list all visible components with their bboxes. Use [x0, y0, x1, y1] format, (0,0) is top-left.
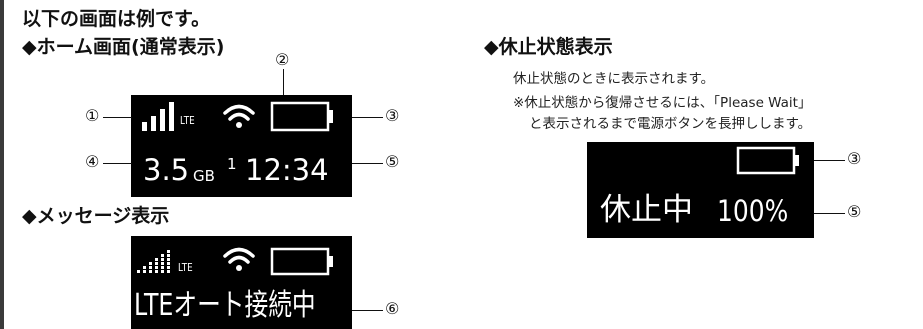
callout-5: ⑤: [385, 152, 400, 171]
callout-2: ②: [275, 50, 290, 69]
data-amount: 3.5: [143, 153, 190, 187]
wifi-icon: [223, 247, 255, 264]
sim-number: 1: [227, 155, 237, 173]
home-lcd-screen: LTE 3.5 GB 1 12:34: [131, 95, 352, 197]
message-text: LTEオート接続中: [134, 288, 316, 323]
battery-icon: [270, 101, 330, 132]
callout-4-leader: [103, 163, 132, 164]
callout-5-leader: [352, 163, 383, 164]
callout-1: ①: [85, 106, 100, 125]
signal-bar-2: [151, 116, 156, 131]
callout-6-leader: [352, 310, 383, 311]
clock-time: 12:34: [245, 153, 329, 187]
sleep-lcd-screen: 休止中 100%: [587, 142, 814, 238]
sleep-status-label: 休止中: [600, 192, 693, 228]
signal-bar-4: [169, 102, 174, 131]
message-status-icons: [137, 247, 333, 276]
sleep-desc-2: ※休止状態から復帰させるには、「Please Wait」: [513, 95, 812, 111]
sidebar-rule: [0, 0, 4, 329]
callout-3-sleep: ③: [847, 149, 862, 168]
callout-6: ⑥: [385, 299, 400, 318]
callout-4: ④: [85, 152, 100, 171]
sleep-desc-1: 休止状態のときに表示されます。: [513, 71, 715, 87]
wifi-icon: [223, 104, 255, 121]
callout-1-leader: [103, 117, 132, 118]
signal-bar-1: [142, 122, 147, 131]
intro-text: 以下の画面は例です。: [22, 8, 211, 30]
sleep-battery-percent: 100%: [717, 194, 789, 228]
home-lte-label: LTE: [180, 114, 195, 127]
callout-5-sleep-leader: [814, 213, 845, 214]
home-heading: ◆ホーム画面(通常表示): [22, 36, 225, 58]
callout-3: ③: [385, 106, 400, 125]
sleep-status-icons: [736, 146, 799, 175]
message-lcd-screen: LTE LTEオート接続中: [131, 236, 352, 329]
signal-icon: [137, 250, 170, 273]
signal-bar-3: [160, 109, 165, 131]
data-unit: GB: [193, 167, 215, 185]
message-heading: ◆メッセージ表示: [22, 205, 170, 227]
battery-icon: [736, 146, 796, 175]
sleep-heading: ◆休止状態表示: [484, 36, 613, 58]
sleep-desc-3: と表示されるまで電源ボタンを長押しします。: [529, 116, 812, 132]
message-lte-label: LTE: [178, 261, 193, 274]
callout-3-sleep-leader: [814, 160, 845, 161]
home-status-icons: [142, 101, 333, 132]
battery-icon: [270, 247, 330, 276]
callout-2-leader: [283, 69, 284, 99]
callout-3-leader: [352, 117, 383, 118]
callout-5-sleep: ⑤: [847, 202, 862, 221]
